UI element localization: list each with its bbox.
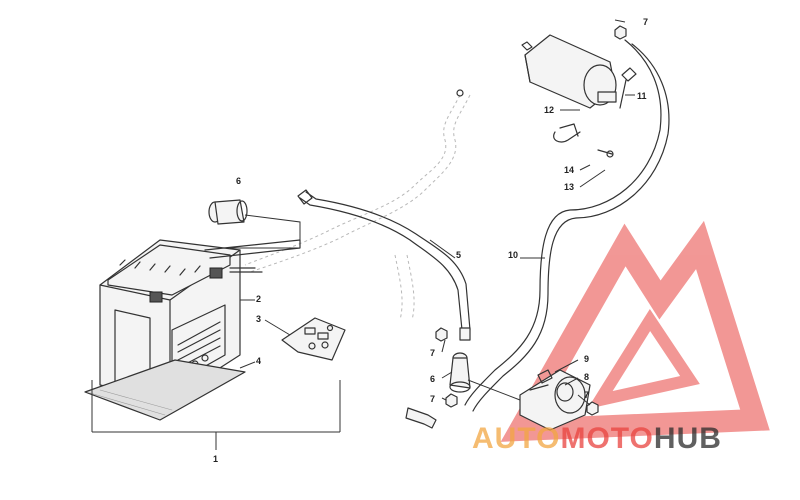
callout-13: 13 xyxy=(564,182,574,192)
callout-3: 3 xyxy=(256,314,261,324)
clamp xyxy=(553,123,581,143)
callout-2: 2 xyxy=(256,294,261,304)
leader-lines xyxy=(91,19,635,450)
starter-solenoid xyxy=(521,34,617,109)
callout-5: 5 xyxy=(456,250,461,260)
callout-7-right: 7 xyxy=(584,390,589,400)
watermark-logo xyxy=(500,220,770,442)
callout-6-lower: 6 xyxy=(430,374,435,384)
hardware-kit xyxy=(281,317,346,361)
callout-7-top: 7 xyxy=(643,17,648,27)
watermark-part-auto: AUTO xyxy=(472,422,560,455)
watermark-text: AUTOMOTOHUB xyxy=(472,422,722,455)
positive-cable xyxy=(464,39,670,412)
callout-4: 4 xyxy=(256,356,261,366)
callout-7-left-top: 7 xyxy=(430,348,435,358)
callout-9: 9 xyxy=(584,354,589,364)
callout-12: 12 xyxy=(544,105,554,115)
callout-1: 1 xyxy=(213,454,218,464)
watermark-part-hub: HUB xyxy=(654,422,722,455)
callout-10: 10 xyxy=(508,250,518,260)
screw-13 xyxy=(597,149,614,158)
callout-8: 8 xyxy=(584,372,589,382)
battery-cable xyxy=(297,189,471,341)
bolt-11 xyxy=(619,67,637,109)
svg-text:AUTOMOTOHUB: AUTOMOTOHUB xyxy=(472,422,722,455)
callout-7-left-bottom: 7 xyxy=(430,394,435,404)
callout-11: 11 xyxy=(637,91,647,101)
nut-7-left-top xyxy=(435,327,448,342)
nut-top xyxy=(614,25,627,40)
callout-labels: 1 2 3 4 5 6 6 7 7 7 7 8 9 10 11 12 13 14 xyxy=(213,17,648,464)
nut-7-left-bottom xyxy=(445,393,458,408)
callout-14: 14 xyxy=(564,165,574,175)
wiring-harness-ghost xyxy=(244,89,471,321)
battery-pad xyxy=(84,359,246,421)
battery-bracket xyxy=(204,239,301,273)
terminal-boot-lower xyxy=(449,352,471,393)
terminal-boot-top xyxy=(208,199,248,225)
callout-6-top: 6 xyxy=(236,176,241,186)
fitting-bottom xyxy=(405,407,437,429)
starter-terminal xyxy=(519,369,591,431)
watermark-part-moto: MOTO xyxy=(560,422,653,455)
